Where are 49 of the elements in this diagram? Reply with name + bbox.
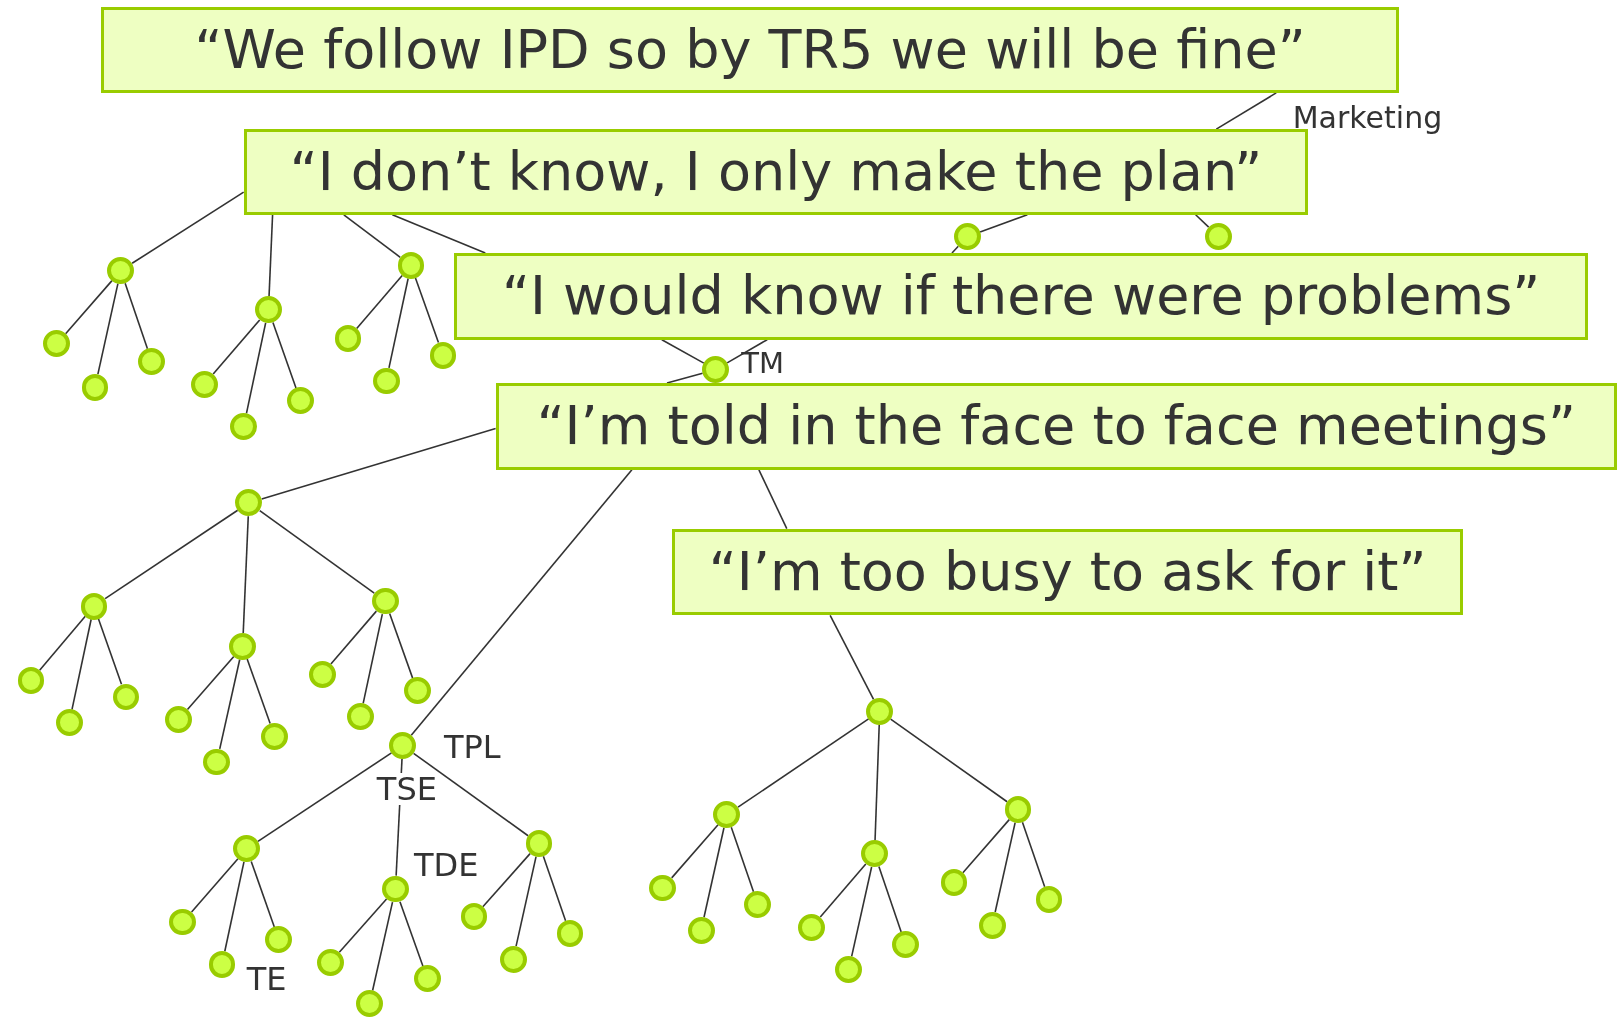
quote-box bbox=[454, 252, 1588, 340]
role-label: TE bbox=[246, 963, 287, 996]
quote-box bbox=[672, 528, 1464, 616]
connector-line bbox=[268, 213, 274, 298]
connector-line bbox=[542, 855, 567, 922]
connector-line bbox=[1215, 92, 1277, 130]
connector-line bbox=[242, 515, 250, 634]
connector-line bbox=[362, 613, 384, 705]
connector-line bbox=[245, 322, 267, 415]
connector-line bbox=[124, 282, 149, 350]
connector-line bbox=[97, 617, 123, 686]
connector-line bbox=[979, 213, 1029, 233]
connector-line bbox=[399, 900, 424, 967]
quote-text: “I’m too busy to ask for it” bbox=[708, 545, 1427, 599]
quote-text: “I’m told in the face to face meetings” bbox=[536, 399, 1576, 454]
role-label: TSE bbox=[376, 773, 437, 806]
role-label: TDE bbox=[414, 848, 479, 881]
connector-line bbox=[71, 618, 92, 711]
quote-text: “We follow IPD so by TR5 we will be fine” bbox=[194, 23, 1306, 78]
connector-line bbox=[994, 821, 1016, 913]
connector-line bbox=[218, 658, 241, 750]
connector-line bbox=[272, 321, 297, 389]
connector-line bbox=[224, 861, 245, 953]
connector-line bbox=[730, 826, 755, 893]
connector-line bbox=[703, 826, 725, 918]
quote-box bbox=[101, 7, 1400, 93]
connector-line bbox=[371, 901, 394, 992]
quote-text: “I would know if there were problems” bbox=[501, 269, 1541, 324]
quote-box bbox=[495, 383, 1617, 470]
connector-line bbox=[414, 277, 440, 344]
connector-line bbox=[874, 724, 881, 842]
connector-line bbox=[246, 658, 271, 725]
connector-line bbox=[819, 863, 867, 918]
connector-line bbox=[212, 319, 261, 375]
connector-line bbox=[388, 277, 409, 369]
connector-line bbox=[1021, 821, 1046, 888]
connector-line bbox=[850, 866, 873, 958]
connector-line bbox=[250, 860, 276, 928]
role-label: Marketing bbox=[1292, 103, 1443, 134]
connector-line bbox=[391, 213, 487, 254]
connector-line bbox=[878, 865, 902, 933]
connector-line bbox=[97, 282, 119, 375]
quote-text: “I don’t know, I only make the plan” bbox=[289, 144, 1263, 199]
connector-line bbox=[758, 469, 788, 530]
connector-line bbox=[666, 372, 704, 384]
connector-line bbox=[515, 855, 537, 947]
role-label: TPL bbox=[444, 731, 501, 763]
role-label: TM bbox=[741, 349, 785, 378]
connector-line bbox=[388, 612, 414, 679]
